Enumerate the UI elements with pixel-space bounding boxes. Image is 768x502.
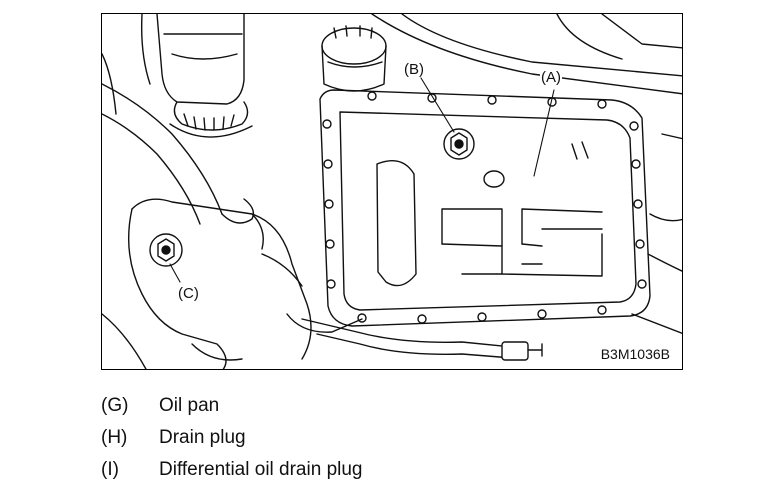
legend-key: (G) bbox=[101, 395, 129, 416]
legend-list: (G) Oil pan (H) Drain plug (I) Differential… bbox=[101, 395, 363, 491]
oil-pan bbox=[319, 89, 651, 327]
callout-b: (B) bbox=[403, 61, 425, 78]
upper-hose bbox=[141, 14, 253, 138]
leader-lines bbox=[169, 77, 555, 283]
legend-key: (I) bbox=[101, 459, 119, 480]
legend-item: (G) Oil pan bbox=[101, 395, 363, 427]
right-brackets bbox=[631, 133, 682, 334]
legend-key: (H) bbox=[101, 427, 128, 448]
transmission-illustration: (A) (B) (C) B3M1036B bbox=[101, 13, 683, 370]
differential-drain-plug bbox=[149, 233, 183, 267]
figure-code: B3M1036B bbox=[598, 346, 672, 362]
curved-pipe bbox=[102, 53, 255, 225]
callout-c: (C) bbox=[177, 285, 200, 302]
filler-cap bbox=[321, 25, 387, 92]
drain-plug bbox=[443, 128, 475, 160]
lower-linkage bbox=[301, 318, 543, 361]
upper-right-structure bbox=[371, 14, 682, 95]
transmission-drawing bbox=[102, 14, 682, 369]
legend-item: (I) Differential oil drain plug bbox=[101, 459, 363, 491]
callout-a: (A) bbox=[540, 69, 562, 86]
legend-text: Oil pan bbox=[159, 395, 220, 416]
differential-housing bbox=[102, 198, 363, 369]
legend-item: (H) Drain plug bbox=[101, 427, 363, 459]
legend-text: Differential oil drain plug bbox=[159, 459, 363, 480]
legend-text: Drain plug bbox=[159, 427, 246, 448]
pan-bolts bbox=[322, 91, 647, 324]
